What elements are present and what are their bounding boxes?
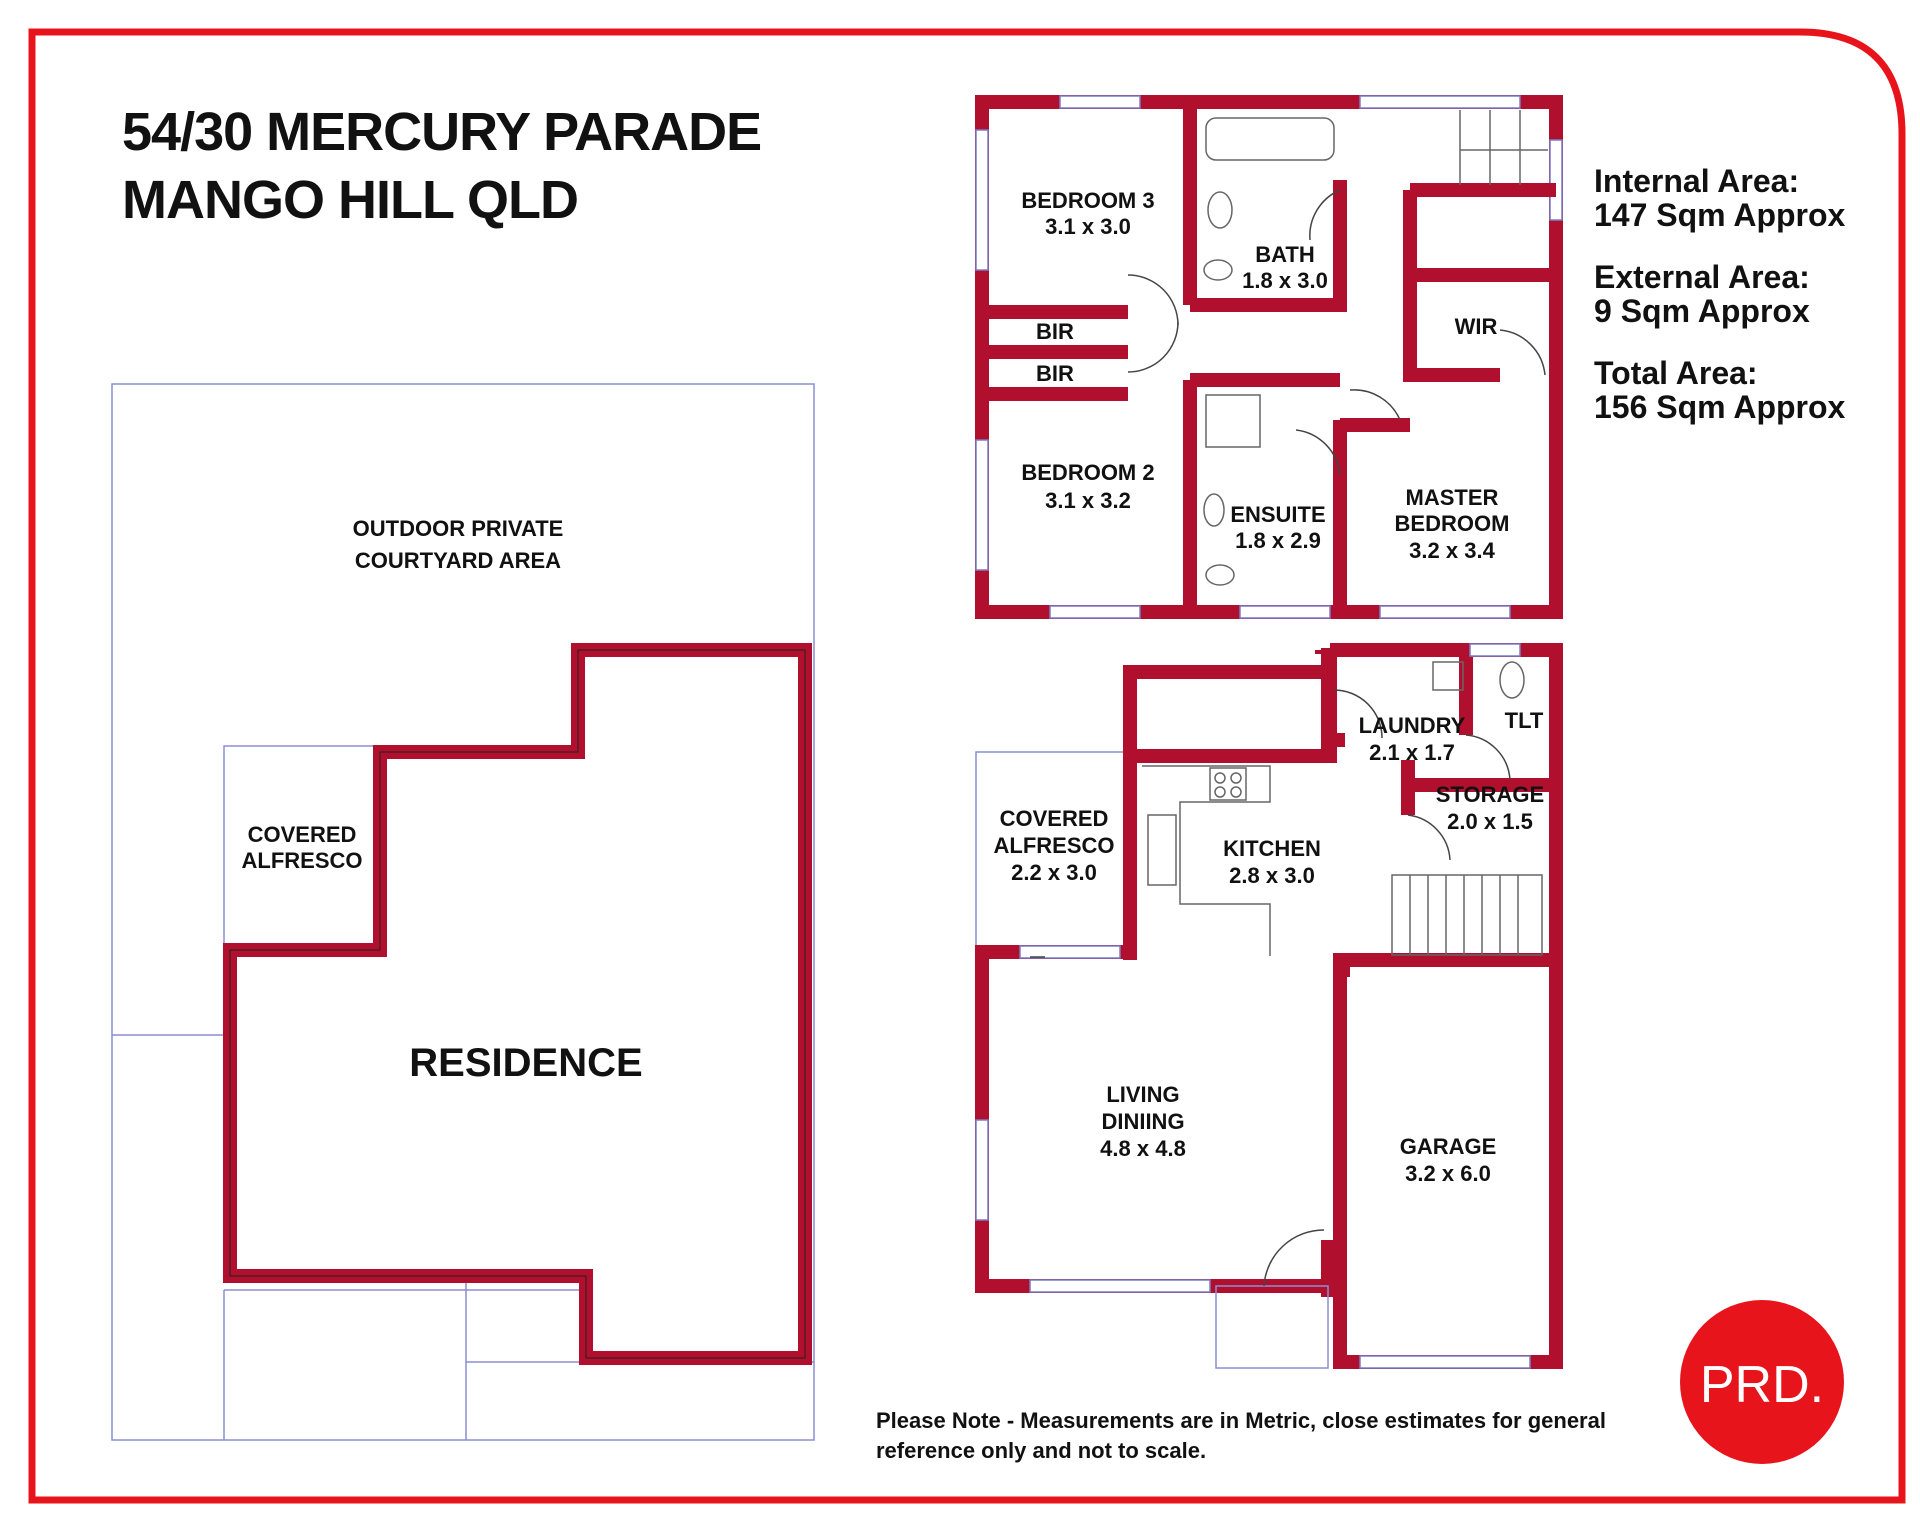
laundry-name: LAUNDRY	[1359, 713, 1466, 738]
prd-logo: PRD.	[1680, 1300, 1844, 1464]
living-name-1: LIVING	[1106, 1082, 1179, 1107]
laundry-dims: 2.1 x 1.7	[1369, 740, 1455, 765]
storage-name: STORAGE	[1436, 782, 1544, 807]
external-area-value: 9 Sqm Approx	[1594, 293, 1810, 329]
residence-outline	[223, 643, 812, 1365]
upper-floor-plan: BEDROOM 3 3.1 x 3.0 BATH 1.8 x 3.0 BIR B…	[975, 95, 1563, 619]
total-area-value: 156 Sqm Approx	[1594, 389, 1846, 425]
garage-dims: 3.2 x 6.0	[1405, 1161, 1491, 1186]
logo-text: PRD.	[1700, 1356, 1824, 1414]
ground-floor-plan: LAUNDRY 2.1 x 1.7 TLT STORAGE 2.0 x 1.5 …	[975, 643, 1563, 1369]
wir-name: WIR	[1455, 314, 1498, 339]
bath-dims: 1.8 x 3.0	[1242, 268, 1328, 293]
disclaimer-line-2: reference only and not to scale.	[876, 1438, 1206, 1463]
residence-label: RESIDENCE	[409, 1041, 642, 1085]
alfresco-name-1: COVERED	[1000, 806, 1109, 831]
living-name-2: DINIING	[1101, 1109, 1184, 1134]
site-plan: OUTDOOR PRIVATE COURTYARD AREA COVERED A…	[111, 383, 815, 1441]
master-name-1: MASTER	[1406, 485, 1499, 510]
alfresco-dims: 2.2 x 3.0	[1011, 860, 1097, 885]
outer-frame	[28, 28, 1906, 1504]
bir2-name: BIR	[1036, 361, 1074, 386]
tlt-name: TLT	[1505, 708, 1544, 733]
site-alfresco-label-1: COVERED	[248, 822, 357, 847]
kitchen-dims: 2.8 x 3.0	[1229, 863, 1315, 888]
internal-area-value: 147 Sqm Approx	[1594, 197, 1846, 233]
ensuite-name: ENSUITE	[1230, 502, 1325, 527]
disclaimer-line-1: Please Note - Measurements are in Metric…	[876, 1408, 1606, 1433]
ensuite-dims: 1.8 x 2.9	[1235, 528, 1321, 553]
site-alfresco-label-2: ALFRESCO	[242, 848, 363, 873]
internal-area-label: Internal Area:	[1594, 163, 1799, 199]
kitchen-name: KITCHEN	[1223, 836, 1321, 861]
bedroom2-dims: 3.1 x 3.2	[1045, 488, 1131, 513]
master-dims: 3.2 x 3.4	[1409, 538, 1495, 563]
external-area-label: External Area:	[1594, 259, 1810, 295]
bath-name: BATH	[1255, 242, 1314, 267]
courtyard-label-1: OUTDOOR PRIVATE	[353, 516, 564, 541]
bir1-name: BIR	[1036, 319, 1074, 344]
bedroom2-name: BEDROOM 2	[1021, 460, 1154, 485]
courtyard-boundary	[111, 383, 815, 1441]
area-summary: Internal Area: 147 Sqm Approx External A…	[1594, 163, 1846, 425]
alfresco-name-2: ALFRESCO	[994, 833, 1115, 858]
living-dims: 4.8 x 4.8	[1100, 1136, 1186, 1161]
storage-dims: 2.0 x 1.5	[1447, 809, 1533, 834]
address-line-2: MANGO HILL QLD	[122, 170, 578, 230]
garage-name: GARAGE	[1400, 1134, 1497, 1159]
courtyard-label-2: COURTYARD AREA	[355, 548, 561, 573]
master-name-2: BEDROOM	[1395, 511, 1510, 536]
bedroom3-name: BEDROOM 3	[1021, 188, 1154, 213]
bedroom3-dims: 3.1 x 3.0	[1045, 214, 1131, 239]
total-area-label: Total Area:	[1594, 355, 1758, 391]
address-line-1: 54/30 MERCURY PARADE	[122, 102, 761, 162]
